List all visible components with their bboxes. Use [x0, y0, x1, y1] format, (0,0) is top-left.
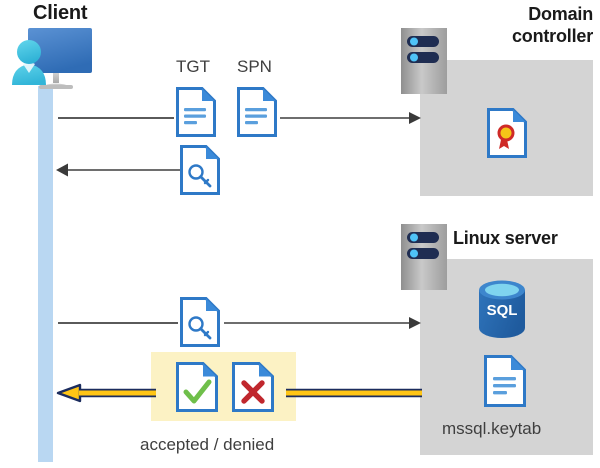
message-4-arrow-left-segment	[56, 380, 156, 406]
check-icon	[183, 379, 212, 404]
message-2-key-document-icon	[180, 145, 220, 195]
tgt-document-icon	[176, 87, 216, 137]
key-glyph	[188, 316, 212, 340]
spn-document-icon	[237, 87, 277, 137]
domain-controller-label: Domain controller	[395, 3, 593, 47]
client-lifeline	[38, 86, 53, 462]
tgt-label: TGT	[176, 57, 210, 76]
domain-controller-label-line2: controller	[511, 26, 593, 46]
accepted-document-icon	[176, 362, 218, 412]
linux-server-label: Linux server	[453, 228, 558, 248]
key-glyph	[188, 164, 212, 188]
message-4-arrow-right-segment	[286, 380, 422, 406]
spn-label: SPN	[237, 57, 272, 76]
message-3-key-document-icon	[180, 297, 220, 347]
auth-result-highlight-box	[151, 352, 296, 421]
client-label: Client	[33, 2, 88, 24]
domain-controller-label-line1: Domain	[528, 4, 593, 24]
sql-database-icon: SQL	[476, 280, 528, 338]
sql-database-text: SQL	[487, 302, 518, 319]
certificate-document-icon	[487, 108, 527, 158]
message-1-arrow-right	[280, 108, 422, 128]
linux-server-server-icon	[401, 224, 449, 292]
client-workstation-icon	[6, 25, 98, 97]
denied-document-icon	[232, 362, 274, 412]
message-3-arrow-right	[224, 313, 422, 333]
cross-icon	[241, 380, 265, 404]
domain-controller-server-icon	[401, 28, 449, 96]
keytab-filename-label: mssql.keytab	[442, 419, 542, 438]
message-1-line-left	[58, 117, 174, 119]
keytab-document-icon	[484, 355, 526, 407]
message-2-arrow-left	[56, 160, 180, 180]
message-3-line-left	[58, 322, 178, 324]
auth-result-caption: accepted / denied	[140, 435, 275, 454]
